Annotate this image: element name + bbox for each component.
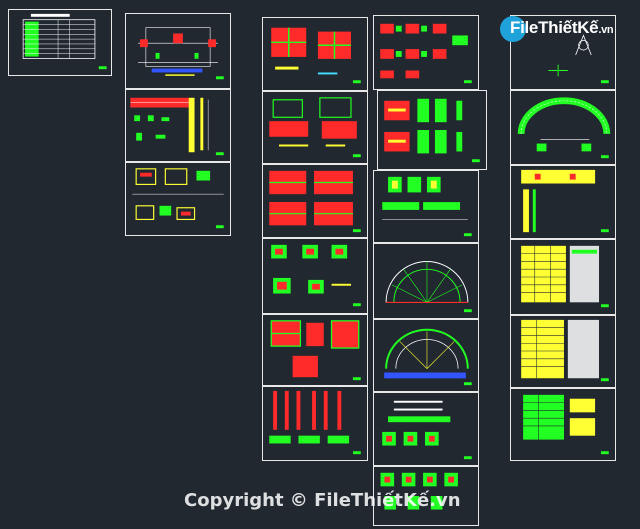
filethietke-logo: FileThiếtKế.vn [500, 14, 630, 44]
drawing-sheet-table[interactable] [510, 239, 616, 315]
drawing-sheet[interactable] [373, 15, 479, 90]
logo-name: FileThiếtKế [510, 18, 599, 37]
index-table-drawing [22, 13, 107, 70]
drawing-sheet[interactable] [262, 17, 368, 91]
sheet-linework [271, 27, 361, 84]
sheet-linework [548, 34, 609, 84]
drawing-sheet[interactable] [262, 164, 368, 238]
drawing-sheet[interactable] [373, 170, 479, 243]
sheet-linework [138, 27, 224, 80]
drawing-sheet[interactable] [373, 466, 479, 526]
drawing-sheet[interactable] [373, 243, 479, 319]
drawing-sheet-index[interactable] [8, 9, 112, 76]
sheet-linework [380, 472, 458, 510]
sheet-linework [521, 319, 609, 382]
copyright-watermark: Copyright © FileThiếtKế.vn [184, 490, 461, 511]
drawing-sheet[interactable] [125, 89, 231, 162]
sheet-linework [269, 97, 361, 158]
sheet-linework [521, 169, 609, 233]
sheet-linework [269, 390, 361, 455]
sheet-linework [523, 394, 609, 455]
logo-icon [500, 16, 526, 42]
sheet-linework [271, 244, 361, 307]
drawing-sheet[interactable] [125, 162, 231, 236]
sheet-linework [384, 98, 480, 163]
drawing-sheet-table[interactable] [510, 315, 616, 388]
drawing-sheet[interactable] [510, 90, 616, 165]
drawing-sheet[interactable] [510, 165, 616, 239]
drawing-sheet[interactable] [262, 238, 368, 314]
sheet-linework [270, 320, 361, 381]
sheet-linework [132, 168, 224, 229]
sheet-linework [385, 261, 472, 313]
drawing-sheet[interactable] [373, 319, 479, 392]
sheet-linework [517, 97, 611, 159]
sheet-linework [380, 23, 472, 84]
drawing-sheet[interactable] [125, 13, 231, 89]
drawing-sheet[interactable] [262, 91, 368, 164]
sheet-linework [382, 176, 472, 237]
drawing-sheet[interactable] [262, 386, 368, 461]
sheet-linework [384, 328, 472, 386]
sheet-linework [521, 245, 609, 308]
sheet-linework [382, 400, 472, 460]
drawing-sheet-table[interactable] [510, 388, 616, 461]
sheet-linework [130, 97, 224, 156]
drawing-sheet[interactable] [373, 392, 479, 466]
sheet-linework [269, 170, 361, 233]
drawing-sheet[interactable] [377, 90, 487, 170]
logo-suffix: .vn [598, 24, 614, 36]
logo-text: FileThiếtKế.vn [510, 18, 614, 38]
drawing-sheet[interactable] [510, 15, 616, 90]
drawing-sheet[interactable] [262, 314, 368, 386]
